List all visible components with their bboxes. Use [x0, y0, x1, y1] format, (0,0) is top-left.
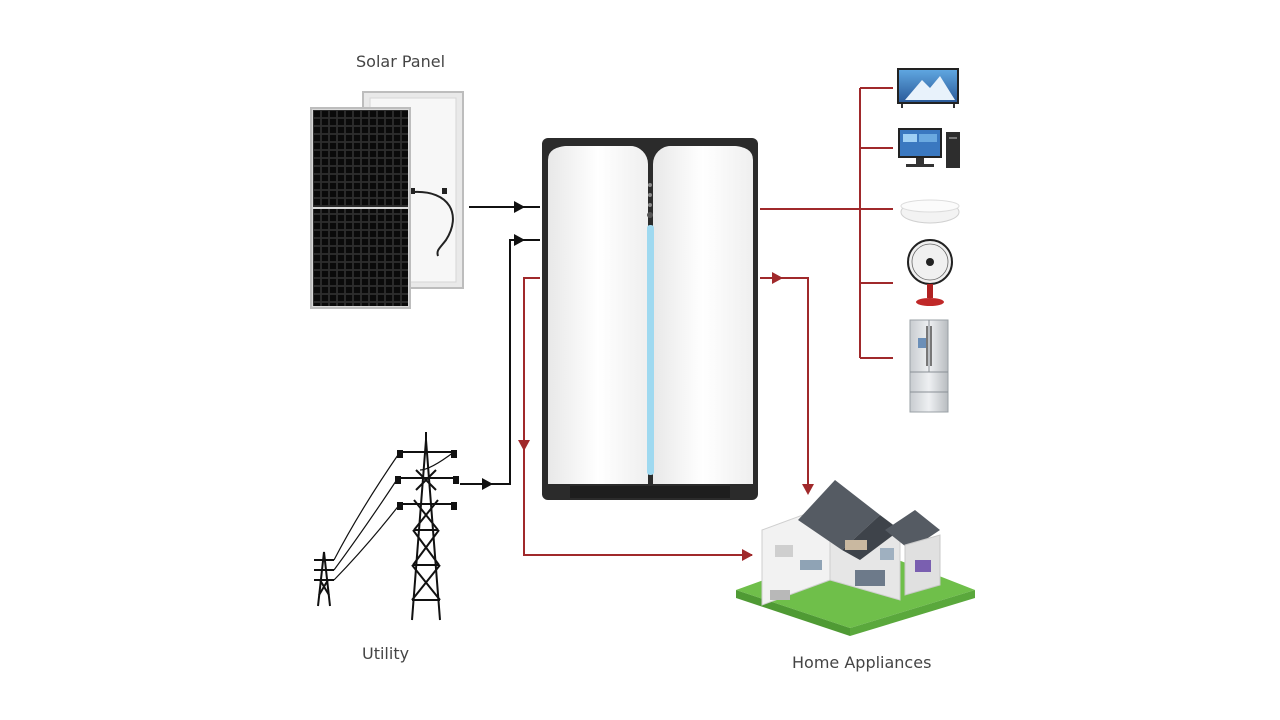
- refrigerator-icon: [909, 319, 949, 413]
- tower-insulators: [395, 450, 459, 510]
- home-appliances-label: Home Appliances: [792, 653, 932, 672]
- electric-fan-icon: [907, 239, 953, 306]
- utility-label: Utility: [362, 644, 410, 663]
- solar-panel-icon: [310, 91, 464, 309]
- home-battery-unit: [542, 138, 758, 500]
- ceiling-lamp-icon: [900, 199, 960, 224]
- house-cutaway-icon: [736, 480, 975, 636]
- solar-panel-label: Solar Panel: [356, 52, 446, 71]
- tv-icon: [897, 68, 959, 108]
- output-arrowheads: [518, 272, 814, 561]
- transmission-tower-icon: [314, 432, 456, 621]
- desktop-computer-icon: [898, 128, 960, 168]
- input-arrowheads: [482, 201, 525, 490]
